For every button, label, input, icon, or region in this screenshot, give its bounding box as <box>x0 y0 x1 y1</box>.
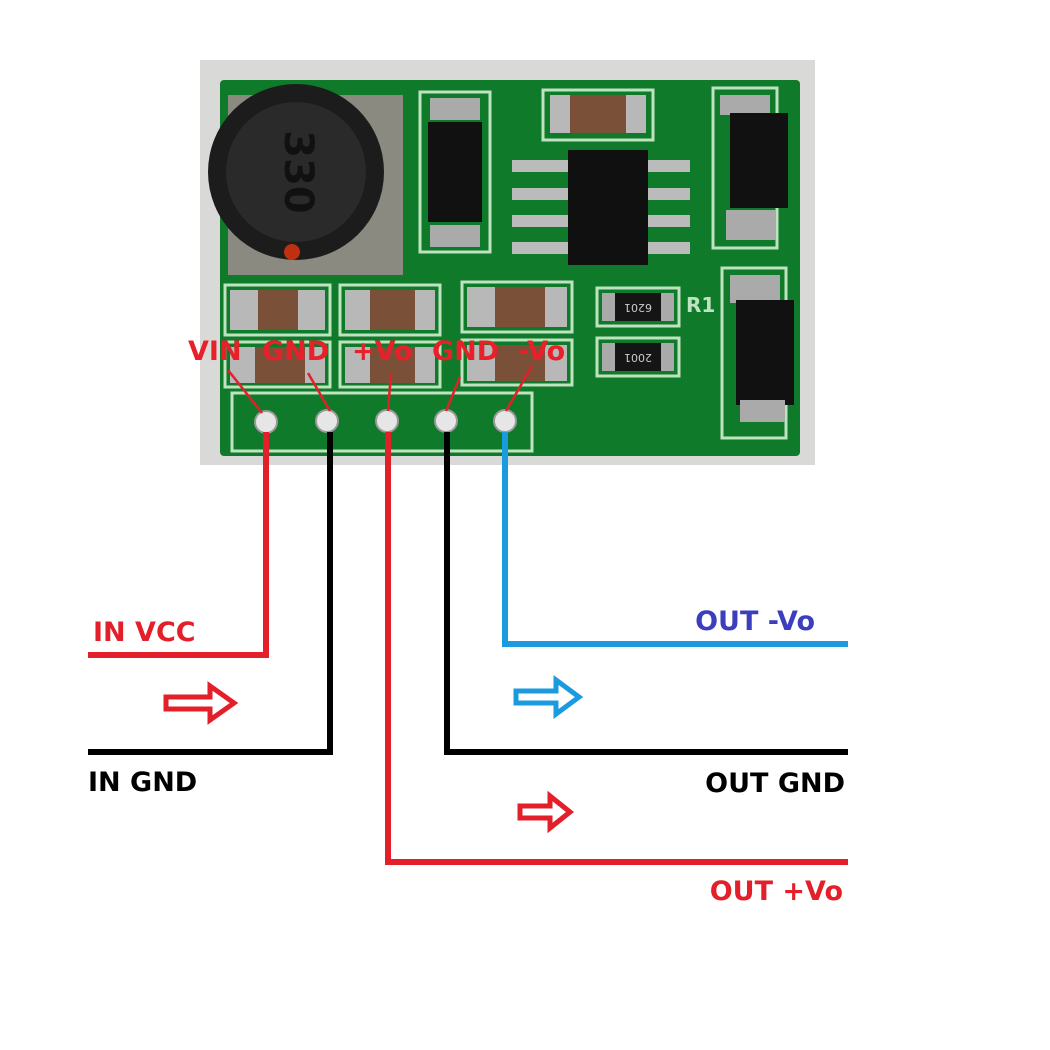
capacitor-top <box>541 88 655 142</box>
wire-out-pos <box>385 432 848 865</box>
silkscreen-r1: R1 <box>686 293 715 317</box>
pin-pos-vo <box>375 409 399 433</box>
pin-label-gnd-out: GND <box>432 336 499 367</box>
inductor: 330 <box>208 84 403 275</box>
arrow-right-icon <box>513 675 584 719</box>
label-in-gnd: IN GND <box>88 767 197 798</box>
pin-label-gnd-in: GND <box>262 336 329 367</box>
wire-in-gnd <box>88 432 333 755</box>
label-out-neg: OUT -Vo <box>695 606 815 637</box>
pin-gnd-out <box>434 409 458 433</box>
pin-leader-lines <box>227 365 534 414</box>
ic-chip <box>512 150 690 265</box>
wire-out-neg <box>502 432 848 647</box>
inductor-marking: 330 <box>275 130 321 214</box>
arrow-right-icon <box>517 790 575 834</box>
capacitor-bodies <box>230 287 567 383</box>
resistor-1-marking: 6201 <box>624 301 652 314</box>
pin-vin <box>254 410 278 434</box>
diode-right-top <box>711 86 788 250</box>
label-out-gnd: OUT GND <box>705 768 845 799</box>
resistor-2: 2001 <box>595 336 681 378</box>
resistor-1: 6201 R1 <box>595 286 715 328</box>
pin-pads <box>254 409 517 434</box>
resistor-2-marking: 2001 <box>624 351 652 364</box>
pin-label-neg-vo: -Vo <box>518 336 565 367</box>
label-in-vcc: IN VCC <box>93 617 196 648</box>
label-out-pos: OUT +Vo <box>710 876 843 907</box>
wire-in-vcc <box>88 432 269 658</box>
pin-label-vin: VIN <box>188 336 242 367</box>
pin-header-outline <box>230 391 534 453</box>
diode-left <box>418 90 492 254</box>
diode-right-bottom <box>720 266 794 440</box>
pin-gnd-in <box>315 409 339 433</box>
arrow-right-icon <box>163 681 239 725</box>
pin-neg-vo <box>493 409 517 433</box>
pin-label-pos-vo: +Vo <box>352 336 413 367</box>
wire-out-gnd <box>444 432 848 755</box>
